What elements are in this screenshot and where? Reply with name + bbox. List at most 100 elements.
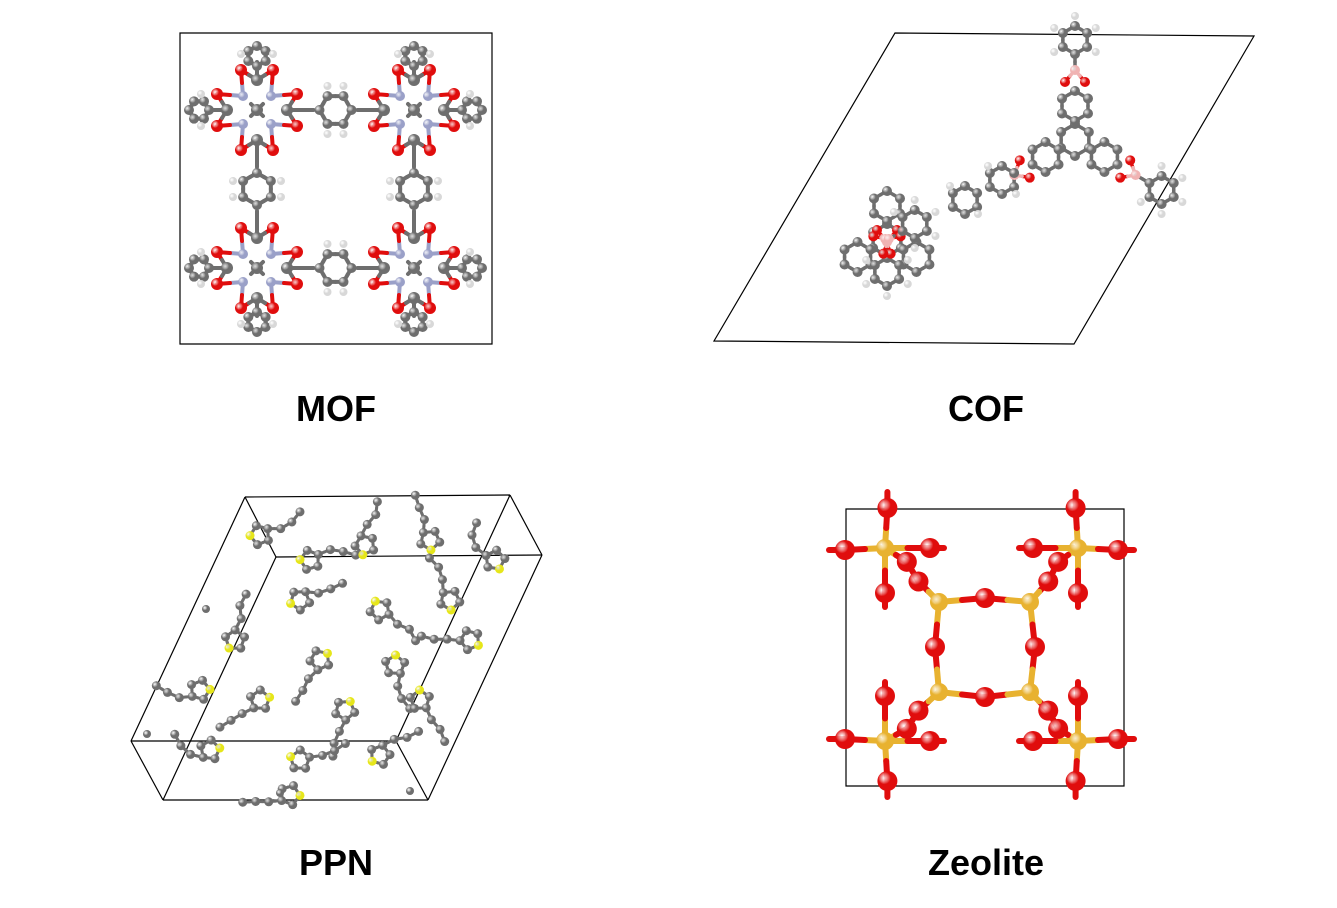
cof-atom [972, 188, 983, 198]
ppn-atom [261, 703, 271, 713]
zeolite-atom [930, 683, 948, 701]
mof-atom [368, 88, 380, 100]
mof-atom [339, 240, 348, 248]
ppn-atom [367, 533, 377, 543]
mof-atom [424, 144, 436, 156]
ppn-atom [295, 745, 305, 755]
cof-atom [947, 188, 958, 198]
ppn-atom [393, 681, 403, 691]
zeolite-structure [826, 489, 1137, 800]
ppn-atom [424, 691, 434, 701]
ppn-atom [419, 515, 429, 525]
ppn-atom [289, 781, 299, 791]
zeolite-atom [1048, 718, 1069, 739]
ppn-atom [410, 490, 420, 500]
ppn-atom [442, 634, 452, 644]
ppn-atom [371, 510, 381, 520]
zeolite-atom [876, 539, 894, 557]
mof-atom [395, 176, 406, 186]
mof-atom [260, 312, 271, 322]
mof-atom [422, 192, 433, 202]
cof-atom [852, 267, 863, 277]
cof-atom [910, 196, 919, 204]
ppn-atom [313, 665, 323, 675]
ppn-atom [350, 707, 360, 717]
cof-atom [997, 161, 1007, 171]
cof-atom [1082, 108, 1093, 119]
cof-atom [1057, 108, 1068, 119]
zeolite-atom [1068, 686, 1088, 706]
ppn-atom [362, 519, 372, 529]
mof-atom [204, 263, 214, 273]
cof-atom [839, 244, 850, 255]
cof-atom [882, 186, 892, 196]
ppn-atom [251, 521, 261, 531]
cof-atom [1099, 167, 1110, 177]
cof-atom [885, 248, 896, 259]
ppn-atom [406, 787, 414, 795]
mof-atom [267, 64, 279, 76]
cof-atom [1050, 24, 1059, 32]
mof-atom [199, 254, 209, 265]
ppn-atom [198, 675, 208, 685]
mof-atom [417, 322, 428, 332]
mof-atom [417, 56, 428, 66]
ppn-atom [397, 694, 407, 704]
cof-atom [882, 281, 892, 291]
mof-atom [237, 50, 245, 58]
ppn-atom [426, 545, 436, 555]
cof-atom [1057, 93, 1068, 104]
mof-atom [322, 276, 333, 287]
cof-atom [984, 182, 995, 192]
mof-atom [424, 64, 436, 76]
ppn-atom [382, 598, 392, 608]
cof-atom [1027, 159, 1038, 170]
cof-atom [1086, 144, 1097, 155]
zeolite-atom [1021, 593, 1039, 611]
ppn-atom [461, 626, 471, 636]
cof-atom [910, 244, 919, 252]
mof-atom [457, 105, 467, 115]
ppn-atom [224, 643, 234, 653]
mof-atom [277, 177, 285, 185]
ppn-atom [385, 750, 395, 760]
mof-atom [199, 113, 209, 124]
mof-atom [386, 193, 394, 201]
mof-atom [265, 176, 276, 186]
cof-atom [911, 267, 922, 277]
cof-atom [924, 244, 935, 255]
mof-atom [400, 322, 411, 332]
ppn-atom [345, 697, 355, 707]
mof-atom [322, 91, 333, 102]
zeolite-atom [877, 498, 898, 518]
ppn-atom [350, 541, 360, 551]
mof-atom [378, 262, 390, 274]
mof-atom [184, 263, 194, 273]
mof-atom [338, 249, 349, 260]
cof-atom [931, 208, 940, 216]
mof-atom [323, 288, 332, 296]
ppn-atom [210, 754, 220, 764]
mof-atom [211, 88, 223, 100]
ppn-atom [151, 681, 161, 691]
cof-atom [921, 226, 932, 236]
mof-atom [197, 122, 205, 130]
mof-atom [266, 277, 276, 287]
cof-atom [862, 280, 871, 288]
ppn-atom [414, 503, 424, 513]
ppn-structure [130, 490, 543, 810]
mof-atom [291, 120, 303, 132]
cof-atom [1014, 155, 1025, 166]
cof-atom [984, 162, 992, 170]
cof-atom [1070, 151, 1080, 161]
ppn-atom [421, 703, 431, 713]
ppn-atom [288, 800, 298, 810]
mof-atom [189, 113, 199, 124]
cof-atom [1144, 178, 1155, 188]
cof-atom [1040, 167, 1051, 177]
ppn-atom [236, 614, 246, 624]
ppn-atom [467, 530, 477, 540]
cof-atom [909, 205, 920, 215]
ppn-atom [438, 588, 448, 598]
ppn-atom [429, 634, 439, 644]
